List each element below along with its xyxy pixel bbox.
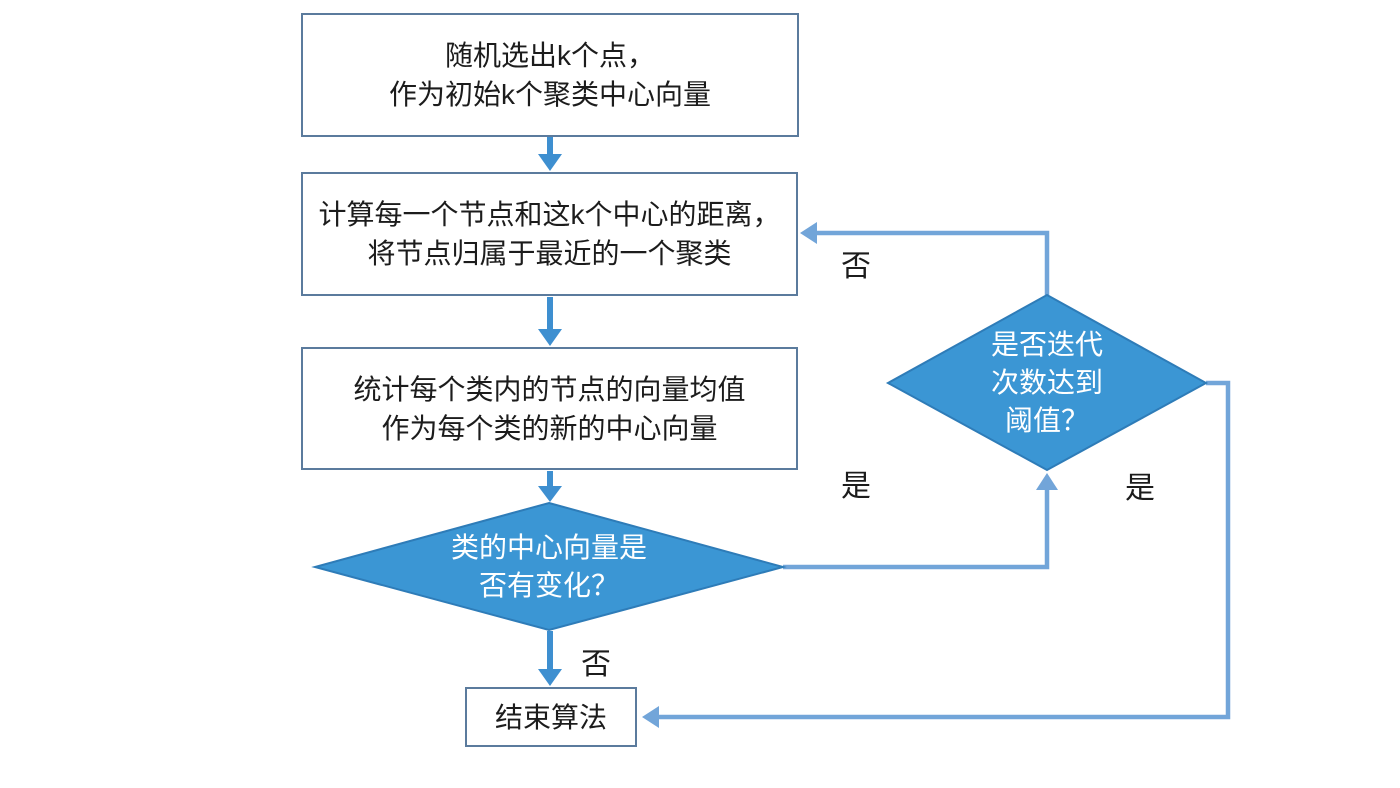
arrow-decision-to-end [538, 631, 562, 686]
node-start-box: 随机选出k个点， 作为初始k个聚类中心向量 [301, 13, 799, 137]
edge-label-iteration-yes: 是 [1125, 472, 1155, 505]
connector-iteration-yes-to-end [642, 380, 1231, 728]
arrow-assign-to-update [538, 297, 562, 346]
connector-iteration-no-to-assign [800, 222, 1050, 295]
edge-label-iteration-no: 否 [841, 250, 871, 283]
edge-label-change-no: 否 [581, 648, 611, 681]
decision-change-diamond [311, 501, 787, 632]
node-assign-text: 计算每一个节点和这k个中心的距离， 将节点归属于最近的一个聚类 [318, 199, 781, 269]
edge-label-change-yes: 是 [841, 470, 871, 503]
node-end-box: 结束算法 [465, 687, 637, 747]
arrow-start-to-assign [538, 137, 562, 171]
node-start-text: 随机选出k个点， 作为初始k个聚类中心向量 [388, 40, 711, 110]
connector-change-yes-to-iteration [783, 473, 1058, 570]
node-update-box: 统计每个类内的节点的向量均值 作为每个类的新的中心向量 [301, 347, 798, 470]
node-update-text: 统计每个类内的节点的向量均值 作为每个类的新的中心向量 [353, 373, 746, 444]
decision-iteration-diamond [885, 293, 1209, 472]
arrow-update-to-decision [538, 471, 562, 502]
node-end-text: 结束算法 [494, 701, 607, 733]
node-assign-box: 计算每一个节点和这k个中心的距离， 将节点归属于最近的一个聚类 [301, 172, 798, 296]
